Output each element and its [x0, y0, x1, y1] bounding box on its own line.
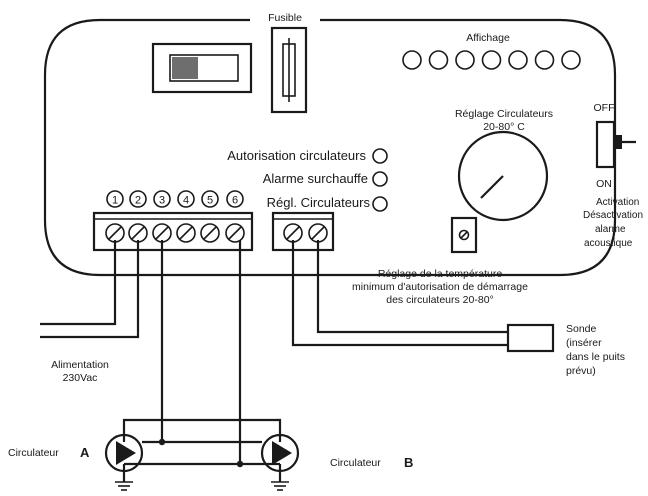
- terminal-screw: [225, 223, 245, 243]
- terminal-number: 3: [159, 195, 165, 207]
- terminal-screw-slot: [228, 226, 242, 240]
- circulator-wires: [122, 240, 282, 482]
- led-overheat-label: Alarme surchauffe: [263, 171, 368, 186]
- led-overheat-indicator: [372, 171, 388, 187]
- led-authorization-indicator: [372, 148, 388, 164]
- led-authorization-label: Autorisation circulateurs: [227, 148, 366, 163]
- terminal-number: 5: [207, 195, 213, 207]
- alarm-switch-line4: acoustique: [584, 238, 633, 249]
- circulator-b-label: Circulateur: [330, 457, 381, 469]
- ground-icon-a: [115, 481, 133, 491]
- terminal-number: 4: [183, 195, 189, 207]
- circulator-b-letter: B: [404, 455, 413, 470]
- circulator-b-pump-icon: [260, 433, 300, 473]
- terminal-number-marker: [129, 190, 147, 208]
- terminal-number: 1: [112, 195, 118, 207]
- probe-label-line2: (insérer: [566, 337, 602, 349]
- display-label: Affichage: [466, 32, 510, 44]
- terminal-number-marker: [177, 190, 195, 208]
- probe-terminal-screw-slot: [286, 226, 300, 240]
- display-digit: [508, 50, 528, 70]
- display-digit: [428, 50, 449, 70]
- temp-setting-line1: Réglage de la température: [378, 268, 502, 280]
- led-setting-indicator: [372, 196, 388, 212]
- probe-wires: [291, 240, 555, 353]
- display-digit: [561, 50, 581, 70]
- terminal-number: 6: [232, 195, 238, 207]
- terminal-screw-slot: [131, 226, 145, 240]
- switch-off-label: OFF: [594, 102, 615, 114]
- terminal-screw-slot: [108, 226, 122, 240]
- terminal-screw: [176, 223, 196, 243]
- alarm-toggle-switch[interactable]: [595, 120, 636, 169]
- circulator-setting-range: 20-80° C: [483, 121, 525, 133]
- alarm-switch-line1: Activation: [596, 197, 639, 208]
- alarm-switch-line2: Désactivation: [583, 210, 643, 221]
- slide-switch-knob: [172, 57, 198, 79]
- control-box-outline: [43, 18, 617, 277]
- terminal-screw-slot: [203, 226, 217, 240]
- display-digit: [455, 50, 475, 70]
- circulator-a-letter: A: [80, 445, 90, 460]
- power-wires: [40, 240, 140, 339]
- terminal-number-marker: [201, 190, 219, 208]
- temp-setting-line2: minimum d'autorisation de démarrage: [352, 281, 528, 293]
- fuse: [270, 26, 308, 114]
- temperature-trimmer[interactable]: [450, 216, 478, 254]
- probe-label-line3: dans le puits: [566, 351, 625, 363]
- power-label-line1: Alimentation: [51, 359, 109, 371]
- terminal-screw: [200, 223, 220, 243]
- circulator-setting-title: Réglage Circulateurs: [455, 108, 553, 120]
- probe-label-line4: prévu): [566, 365, 596, 377]
- power-label-line2: 230Vac: [63, 372, 98, 384]
- display-digit: [534, 50, 555, 70]
- probe-label-line1: Sonde: [566, 323, 597, 335]
- terminal-number-marker: [153, 190, 171, 208]
- circulator-setting-dial[interactable]: [457, 130, 549, 222]
- terminal-number: 2: [135, 195, 141, 207]
- probe-terminal-screw-slot: [311, 226, 325, 240]
- switch-on-label: ON: [596, 178, 612, 190]
- display-digit: [402, 50, 422, 70]
- display: [402, 50, 581, 70]
- terminal-screw-slot: [155, 226, 169, 240]
- circulator-a-label: Circulateur: [8, 447, 59, 459]
- display-digit: [481, 50, 502, 70]
- ground-icon-b: [271, 481, 289, 491]
- slide-switch[interactable]: [151, 42, 253, 94]
- terminal-block-probe: [271, 211, 335, 252]
- terminal-number-marker: [106, 190, 124, 208]
- terminal-numbers: 1 2 3 4 5 6: [106, 190, 244, 208]
- circulator-a-pump-icon: [104, 433, 144, 473]
- terminal-block-main: [92, 211, 254, 252]
- terminal-number-marker: [226, 190, 244, 208]
- led-setting-label: Régl. Circulateurs: [267, 195, 371, 210]
- alarm-switch-line3: alarme: [595, 224, 626, 235]
- fuse-label: Fusible: [268, 12, 302, 24]
- temp-setting-line3: des circulateurs 20-80°: [386, 294, 494, 306]
- terminal-screw-slot: [179, 226, 193, 240]
